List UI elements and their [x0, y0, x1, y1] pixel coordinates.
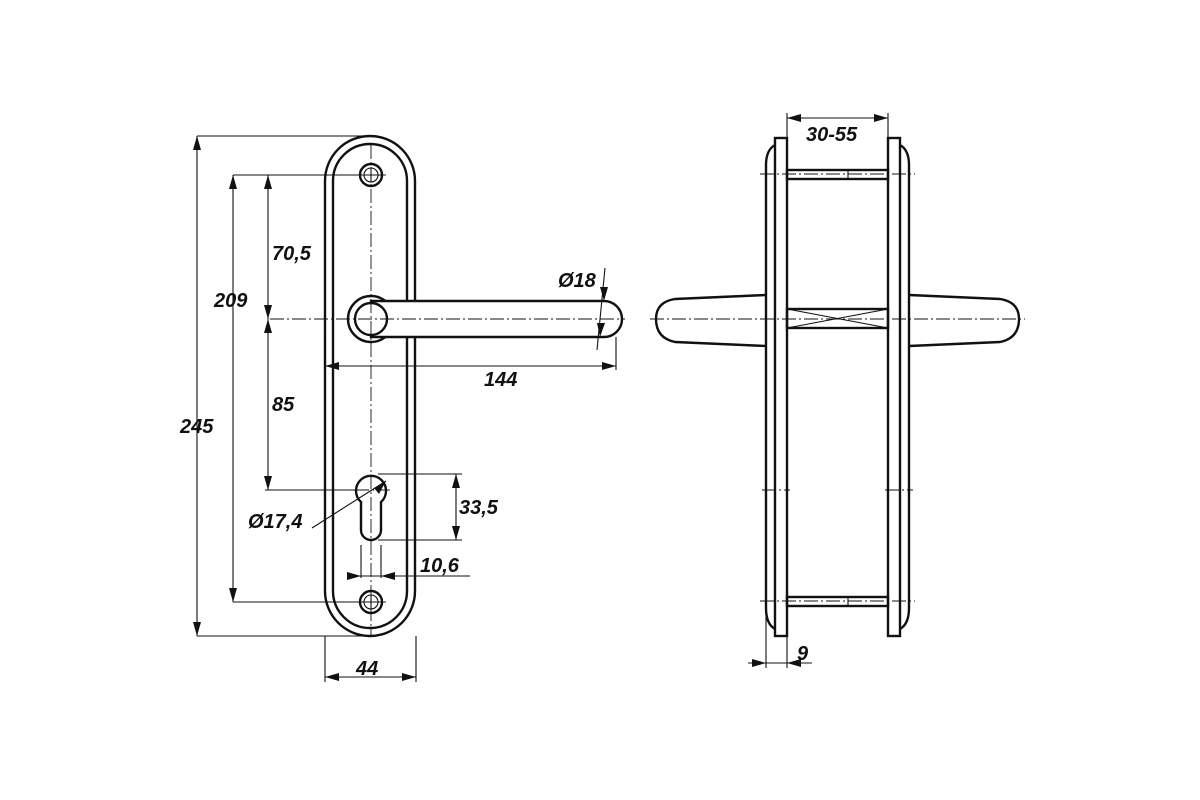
top-through-bolt — [760, 168, 915, 181]
front-view: 245 209 70,5 85 144 Ø18 33,5 10,6 — [179, 134, 625, 682]
dim-overall-height: 245 — [179, 416, 214, 438]
dim-cylinder-width: 10,6 — [420, 555, 460, 577]
dim-cylinder-diameter: Ø17,4 — [248, 511, 302, 533]
dim-cylinder-height: 33,5 — [459, 497, 499, 519]
backplate-outer — [323, 134, 417, 638]
right-lever-side — [908, 293, 1021, 348]
left-backplate-side — [773, 136, 789, 638]
dim-screw-spacing: 209 — [213, 290, 248, 312]
dim-top-to-axis: 70,5 — [272, 243, 312, 265]
dim-plate-thickness: 9 — [797, 643, 809, 665]
dim-door-thickness: 30-55 — [806, 124, 858, 146]
square-spindle — [785, 307, 890, 330]
left-lever-side — [654, 293, 767, 348]
dim-lever-diameter: Ø18 — [558, 270, 597, 292]
bottom-through-bolt — [760, 595, 915, 608]
side-view: 30-55 9 — [650, 113, 1025, 668]
right-backplate-side — [886, 136, 902, 638]
left-plate-bevel — [764, 143, 776, 631]
cylinder-keyhole — [354, 474, 388, 542]
dim-axis-to-cylinder: 85 — [272, 394, 295, 416]
right-plate-bevel — [899, 143, 911, 631]
backplate-inner — [331, 142, 409, 630]
dim-plate-width: 44 — [355, 658, 378, 680]
dim-lever-length: 144 — [484, 369, 517, 391]
